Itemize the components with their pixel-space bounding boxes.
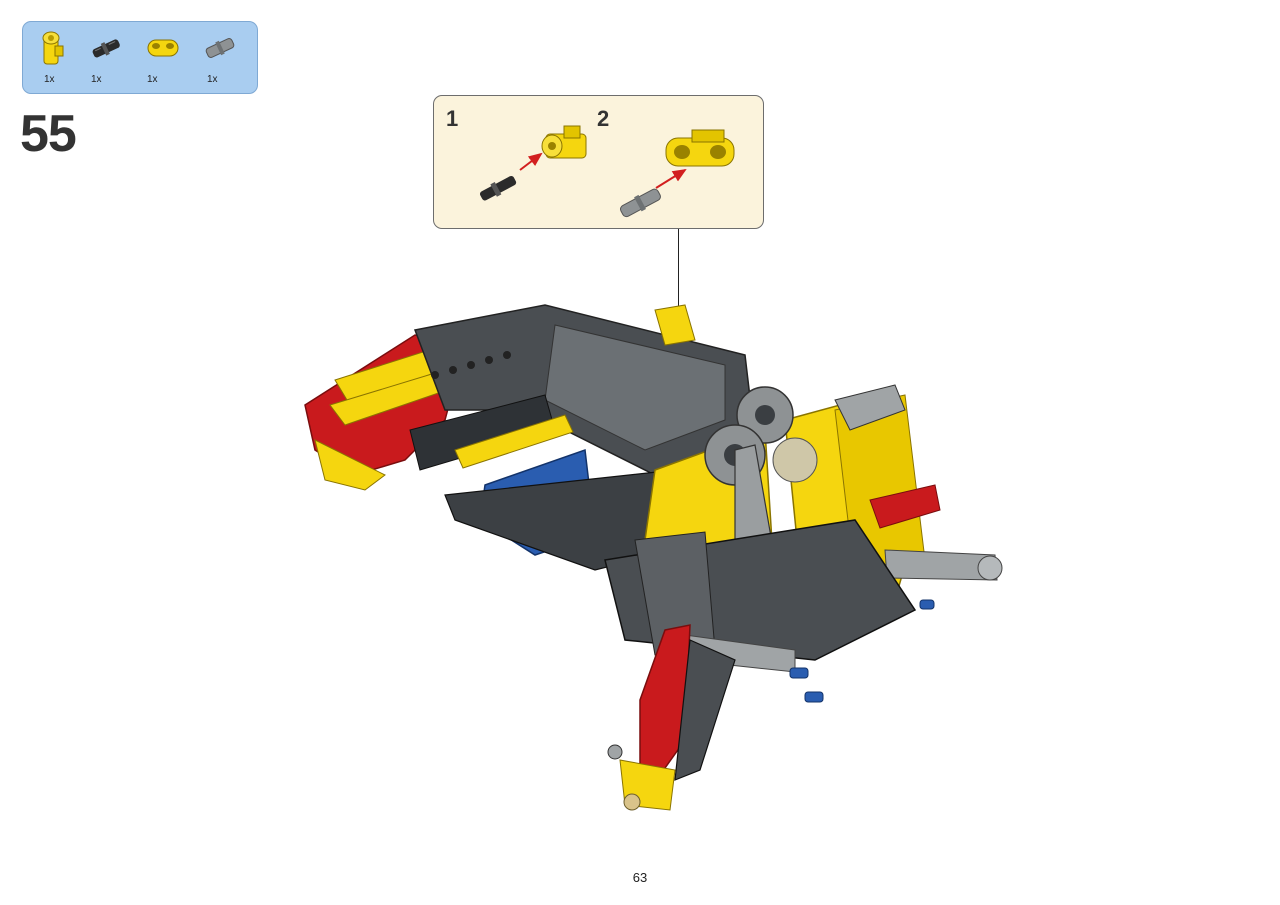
yellow-axle-pin-connector-icon [42,31,64,65]
gray-axle-pin-icon [205,38,235,58]
substep-2-illustration [620,129,735,218]
parts-list-item: 1x [144,22,192,92]
substep-illustrations [479,125,735,218]
yellow-double-connector-icon [147,39,179,57]
substep-number: 2 [597,106,610,131]
part-quantity: 1x [44,74,55,85]
sub-assembly-callout: 1 2 [433,95,764,229]
step-number: 55 [20,105,77,163]
part-quantity: 1x [147,74,158,85]
substep-number: 1 [446,106,459,131]
parts-list-item: 1x [89,22,137,92]
parts-list-item: 1x [39,22,87,92]
gear-cluster [704,386,818,486]
parts-list-box: 1x 1x 1x 1x [22,21,258,94]
parts-list-item: 1x [203,22,251,92]
model-assembly-illustration [304,304,1003,811]
page-number: 63 [632,870,648,885]
part-quantity: 1x [207,74,218,85]
substep-1-illustration [479,125,587,201]
part-quantity: 1x [91,74,102,85]
black-friction-pin-icon [92,39,120,58]
